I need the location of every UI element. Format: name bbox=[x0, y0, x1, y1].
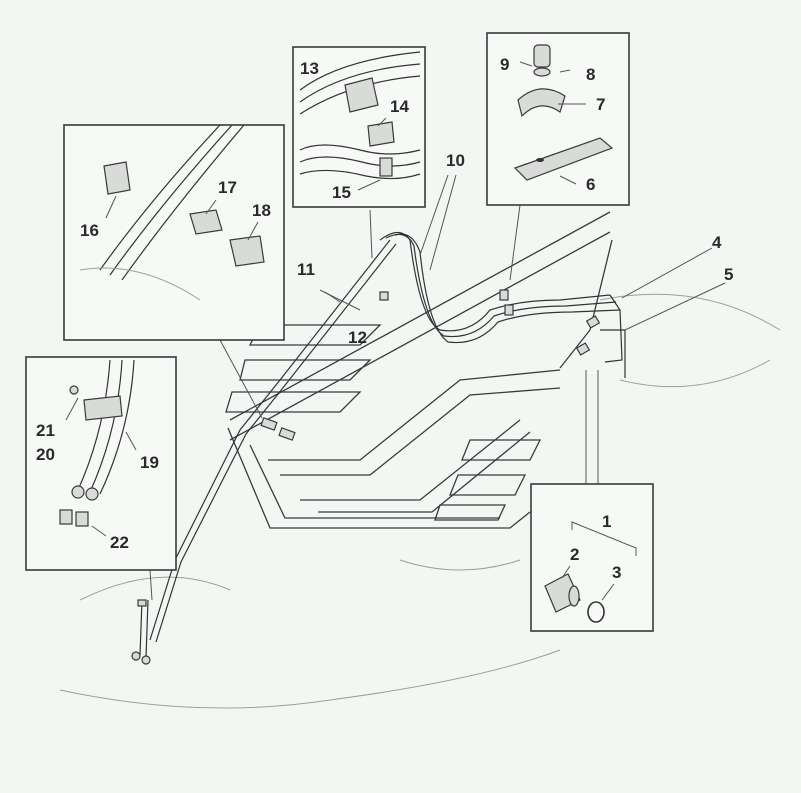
clamp-part-13 bbox=[344, 77, 379, 113]
bolt-part-9 bbox=[533, 44, 551, 68]
callout-1: 1 bbox=[602, 512, 611, 531]
detail-box-fitting bbox=[530, 483, 654, 632]
callout-10: 10 bbox=[446, 151, 465, 170]
bolt-part-22 bbox=[59, 509, 73, 525]
leader-lines bbox=[149, 174, 726, 601]
callout-20: 20 bbox=[36, 445, 55, 464]
callout-labels: 1 2 3 4 5 6 7 8 9 10 11 12 13 14 15 16 1… bbox=[36, 55, 733, 582]
chassis-body bbox=[225, 211, 613, 529]
callout-6: 6 bbox=[586, 175, 595, 194]
callout-17: 17 bbox=[218, 178, 237, 197]
bolt-part-18 bbox=[229, 235, 265, 267]
callout-22: 22 bbox=[110, 533, 129, 552]
washer-part-21 bbox=[69, 385, 79, 395]
plate-part-14 bbox=[367, 121, 395, 147]
callout-7: 7 bbox=[596, 95, 605, 114]
callout-19: 19 bbox=[140, 453, 159, 472]
bolt-part-15 bbox=[379, 157, 393, 177]
clamp-part-19 bbox=[83, 395, 123, 421]
callout-3: 3 bbox=[612, 563, 621, 582]
hydraulic-lines bbox=[131, 231, 626, 665]
callout-16: 16 bbox=[80, 221, 99, 240]
callout-13: 13 bbox=[300, 59, 319, 78]
callout-11: 11 bbox=[297, 260, 315, 279]
plate-part-16 bbox=[103, 161, 131, 195]
callout-21: 21 bbox=[36, 421, 55, 440]
callout-18: 18 bbox=[252, 201, 271, 220]
callout-5: 5 bbox=[724, 265, 733, 284]
detail-box-clamp-lower-left bbox=[25, 356, 177, 571]
callout-arrows bbox=[65, 61, 615, 601]
callout-4: 4 bbox=[712, 233, 722, 252]
callout-2: 2 bbox=[570, 545, 579, 564]
detail-box-brackets-left bbox=[63, 124, 285, 341]
callout-15: 15 bbox=[332, 183, 351, 202]
detail-box-clamp-right bbox=[486, 32, 630, 206]
clamp-part-8 bbox=[517, 88, 566, 118]
callout-9: 9 bbox=[500, 55, 509, 74]
callout-8: 8 bbox=[586, 65, 595, 84]
plate-part-6 bbox=[513, 137, 614, 181]
oring-part-3 bbox=[587, 601, 605, 623]
detail-box-clamp-upper bbox=[292, 46, 426, 208]
callout-12: 12 bbox=[348, 328, 367, 347]
callout-14: 14 bbox=[390, 97, 409, 116]
